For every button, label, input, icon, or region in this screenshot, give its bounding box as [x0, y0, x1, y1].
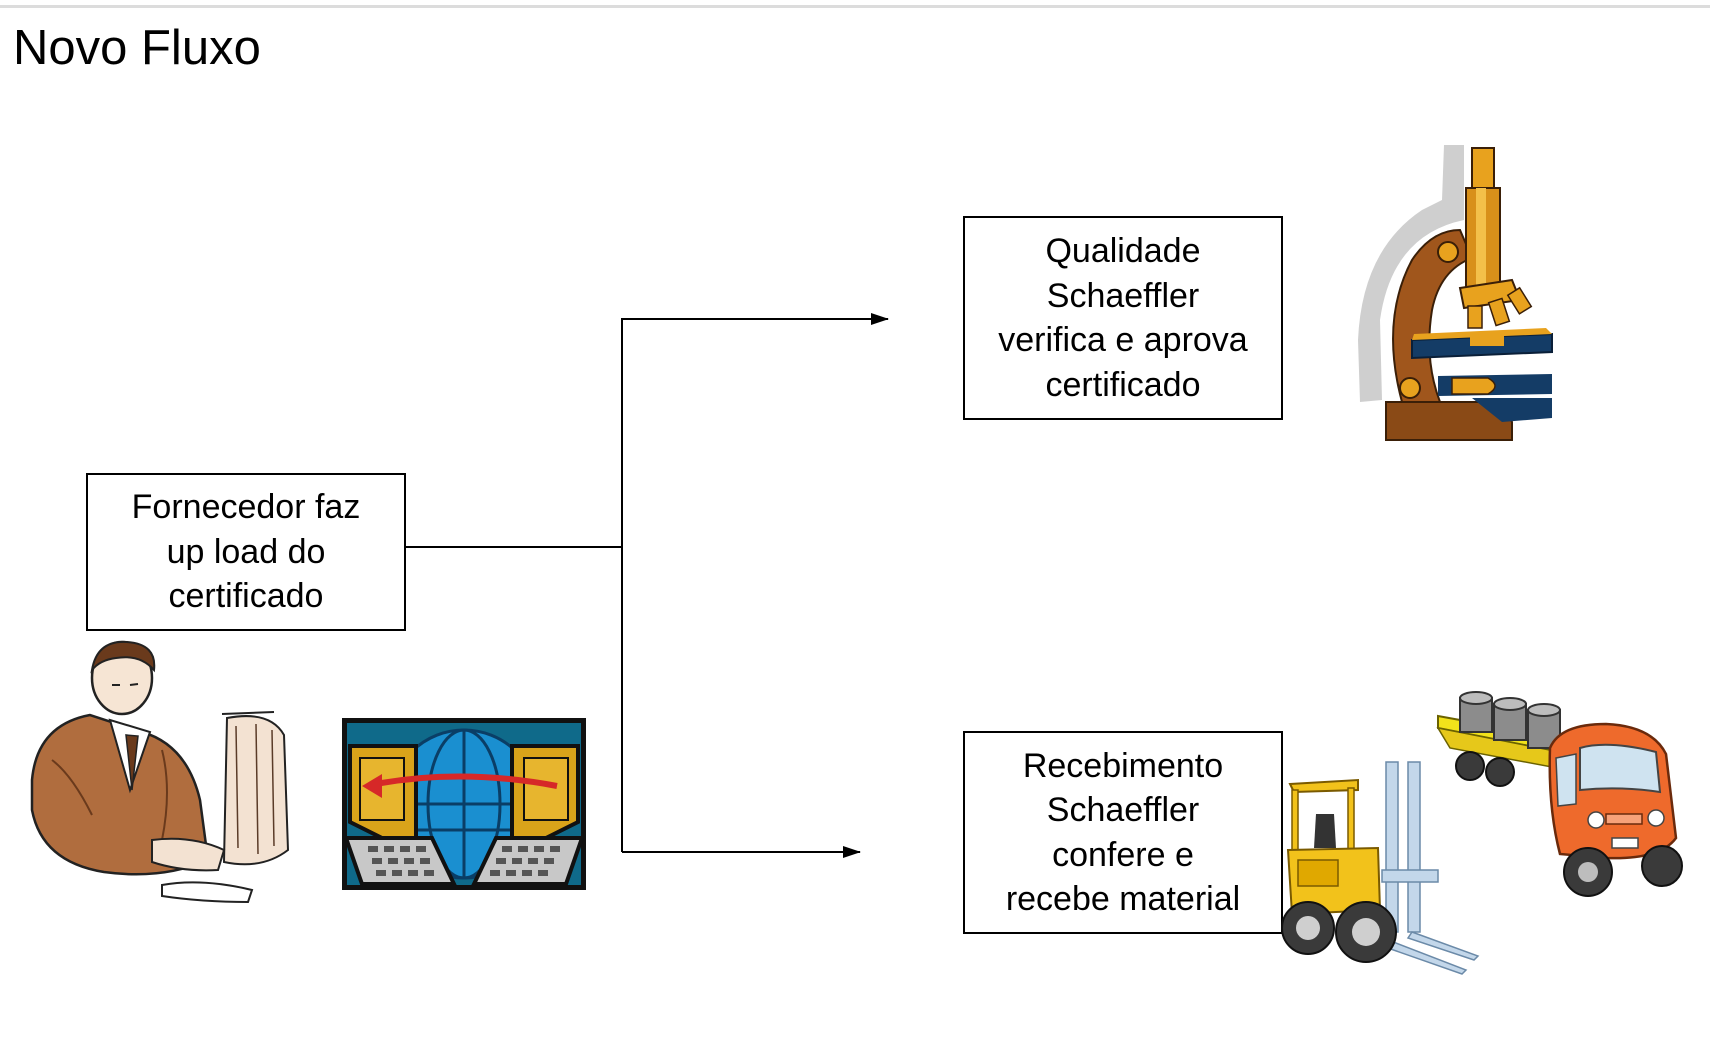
- supplier-box-line: certificado: [168, 577, 324, 616]
- supplier-upload-box: Fornecedor faz up load do certificado: [86, 473, 406, 631]
- quality-box-line: verifica e aprova: [998, 321, 1248, 359]
- internet-upload-icon: [342, 718, 586, 890]
- quality-box-line: Schaeffler: [1046, 276, 1200, 315]
- quality-approval-box: Qualidade Schaeffler verifica e aprova c…: [963, 216, 1283, 420]
- supplier-box-line: up load do: [166, 532, 326, 571]
- supplier-box-line: Fornecedor faz: [131, 488, 361, 527]
- microscope-icon: [1358, 145, 1553, 441]
- receiving-box-line: recebe material: [1005, 880, 1241, 918]
- truck-icon: [1436, 691, 1683, 897]
- page-title: Novo Fluxo: [13, 21, 261, 75]
- receiving-box-line: confere e: [1052, 835, 1194, 874]
- person-at-computer-icon: [30, 640, 290, 904]
- receiving-box: Recebimento Schaeffler confere e recebe …: [963, 731, 1283, 934]
- receiving-box-line: Recebimento: [1022, 746, 1224, 785]
- forklift-icon: [1281, 761, 1480, 975]
- quality-box-line: Qualidade: [1045, 232, 1201, 270]
- receiving-box-line: Schaeffler: [1046, 791, 1200, 829]
- quality-box-line: certificado: [1045, 365, 1201, 404]
- slide-top-rule: [0, 5, 1710, 8]
